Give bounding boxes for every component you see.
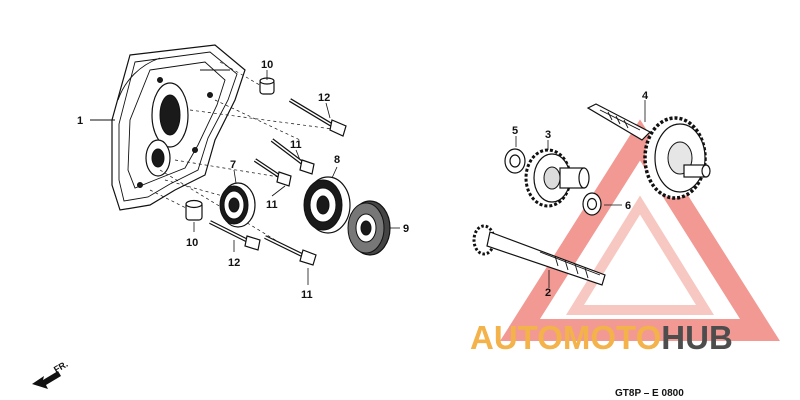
dowel-pin-upper-part [259,77,275,95]
watermark-triangle-icon [500,119,780,341]
bearing-7-part [219,182,256,228]
callout-10-upper: 10 [261,59,273,71]
input-shaft-2-part [472,224,606,286]
washer-6-part [582,192,602,216]
oil-seal-9-part [347,200,391,256]
callout-10-lower: 10 [186,237,198,249]
front-direction-arrow-icon: FR. [32,359,70,389]
callout-11-lower: 11 [301,289,313,301]
assembly-guide-lines [149,61,341,256]
watermark-logo: AUTOMOTOHUB [470,319,733,356]
callout-4: 4 [642,90,649,102]
callout-11-middle: 11 [266,199,278,211]
transmission-cover-part [90,44,246,211]
dowel-pin-lower-part [185,199,203,221]
bolt-11-middle-part [253,158,292,187]
bolt-12-lower-part [209,220,261,251]
callout-3: 3 [545,129,551,141]
gear-3-part [524,148,590,208]
callout-11-upper: 11 [290,139,302,151]
callout-2: 2 [545,287,551,299]
bolt-11-lower-part [264,235,317,266]
callout-12-upper: 12 [318,92,330,104]
callout-1: 1 [77,115,83,127]
front-label: FR. [52,359,70,375]
callout-12-lower: 12 [228,257,240,269]
watermark-part2: HUB [661,319,733,356]
callout-7: 7 [230,159,236,171]
watermark-part1: AUTOMOTO [470,319,661,356]
callout-9: 9 [403,223,409,235]
bearing-8-part [303,176,351,234]
washer-5-part [504,148,526,174]
bolt-12-upper-part [288,98,347,137]
diagram-code: GT8P – E 0800 [615,388,684,399]
callout-leaders [193,70,646,288]
callout-8: 8 [334,154,340,166]
callout-5: 5 [512,125,518,137]
callout-6: 6 [625,200,631,212]
output-shaft-4-part [586,103,711,200]
bolt-11-upper-part [270,138,315,175]
